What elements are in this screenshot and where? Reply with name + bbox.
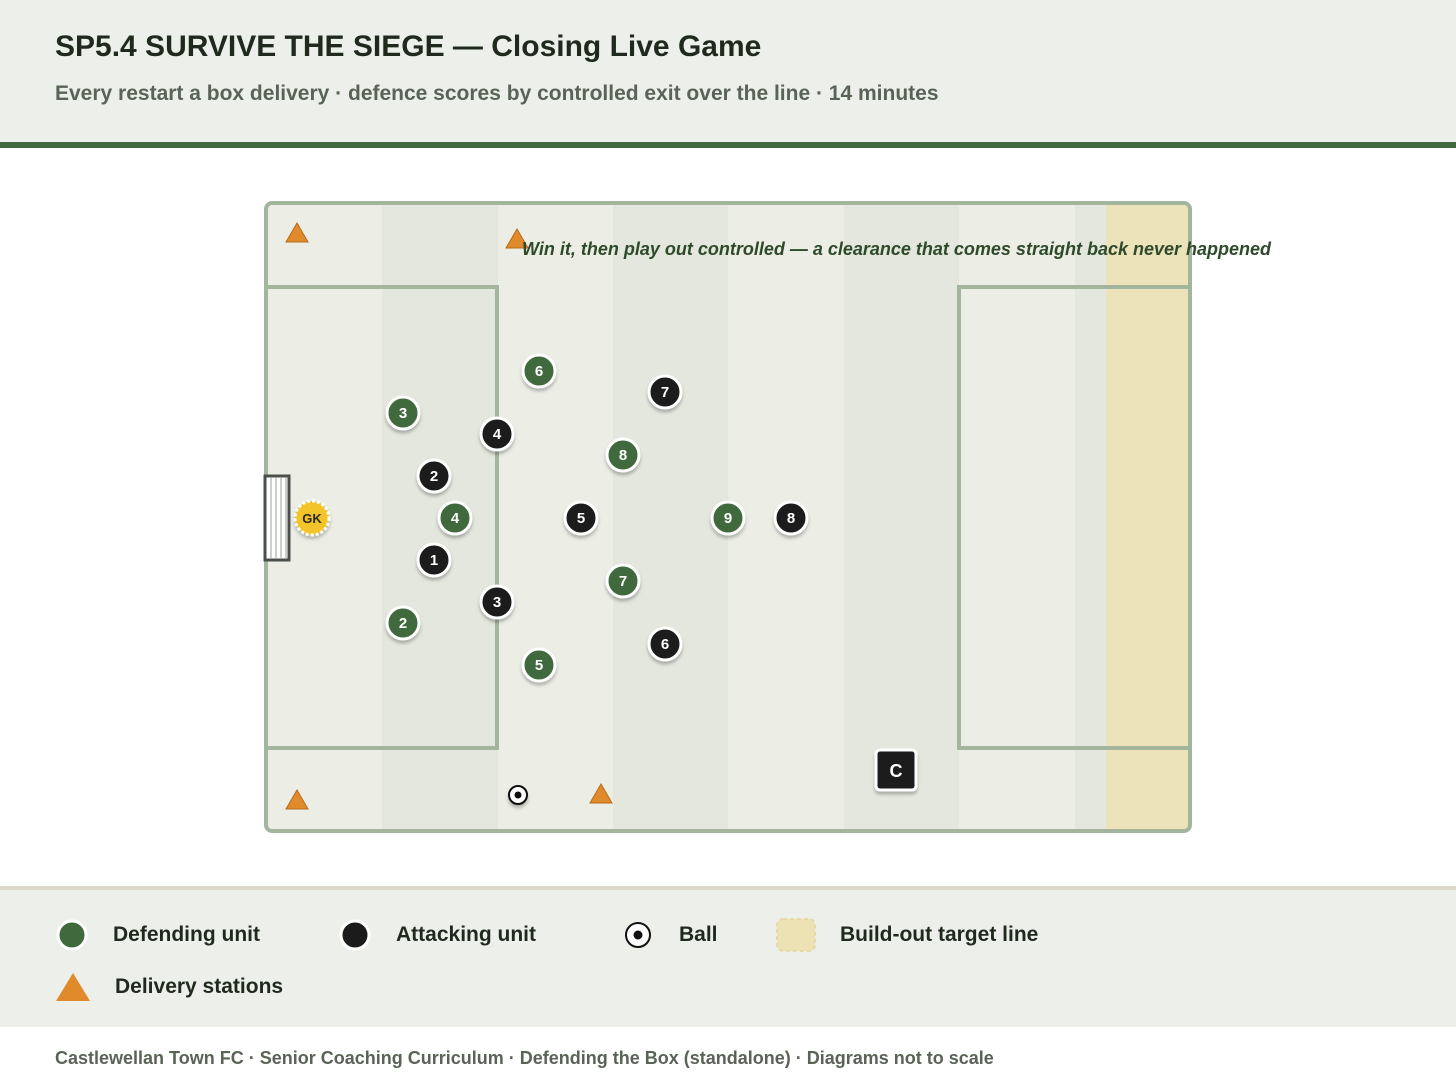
attacking-unit: 7 4 2 5 8 1 3 6 [416, 374, 809, 662]
goalkeeper-label: GK [302, 511, 322, 526]
attacker-number: 5 [577, 510, 585, 527]
page-title: SP5.4 SURVIVE THE SIEGE — Closing Live G… [55, 30, 762, 63]
legend-defending-label: Defending unit [113, 923, 260, 946]
attacker-number: 8 [787, 510, 795, 527]
ball-icon[interactable] [508, 785, 528, 805]
legend-defending: Defending unit [55, 918, 260, 952]
defender[interactable]: 7 [605, 563, 641, 599]
delivery-cone-icon [56, 973, 90, 1001]
build-out-target-zone [1106, 203, 1190, 831]
attacker[interactable]: 1 [416, 542, 452, 578]
legend-stations: Delivery stations [55, 970, 283, 1004]
legend-target-line: Build-out target line [776, 918, 1038, 952]
attacking-unit-icon [339, 919, 371, 951]
legend-ball-label: Ball [679, 923, 718, 946]
coach-label: C [890, 761, 903, 781]
delivery-cone [589, 783, 613, 804]
defending-unit-icon [56, 919, 88, 951]
penalty-box-right [957, 285, 1192, 750]
defender[interactable]: 6 [521, 353, 557, 389]
defending-unit: 6 3 8 4 9 7 2 5 [385, 353, 746, 683]
defender[interactable]: 2 [385, 605, 421, 641]
delivery-cone [505, 228, 529, 249]
header: SP5.4 SURVIVE THE SIEGE — Closing Live G… [0, 0, 1456, 142]
ball-icon [625, 922, 651, 948]
defender-number: 2 [399, 615, 407, 632]
footer-credits: Castlewellan Town FC · Senior Coaching C… [55, 1048, 994, 1068]
page-subtitle: Every restart a box delivery · defence s… [55, 82, 939, 105]
defender-number: 9 [724, 510, 732, 527]
legend-ball: Ball [621, 918, 718, 952]
attacker[interactable]: 8 [773, 500, 809, 536]
attacker[interactable]: 2 [416, 458, 452, 494]
attacker[interactable]: 5 [563, 500, 599, 536]
delivery-cone [285, 222, 309, 243]
header-divider [0, 142, 1456, 148]
attacker-number: 2 [430, 468, 438, 485]
defender[interactable]: 3 [385, 395, 421, 431]
goalkeeper[interactable]: GK [293, 499, 331, 537]
defender-number: 4 [451, 510, 460, 527]
defender-number: 7 [619, 573, 627, 590]
delivery-stations [285, 222, 613, 810]
target-line-swatch-icon [776, 918, 816, 952]
defender[interactable]: 9 [710, 500, 746, 536]
legend-stations-label: Delivery stations [115, 975, 284, 998]
delivery-cone [285, 789, 309, 810]
defender[interactable]: 4 [437, 500, 473, 536]
attacker-number: 4 [493, 426, 502, 443]
goal [263, 474, 291, 562]
attacker-number: 7 [661, 384, 669, 401]
defender-number: 3 [399, 405, 407, 422]
attacker[interactable]: 3 [479, 584, 515, 620]
pitch-surface [266, 203, 1190, 831]
attacker[interactable]: 6 [647, 626, 683, 662]
legend: Defending unit Attacking unit Ball Build… [0, 886, 1456, 1027]
coaching-annotation: Win it, then play out controlled — a cle… [522, 239, 1272, 259]
attacker[interactable]: 4 [479, 416, 515, 452]
attacker-number: 3 [493, 594, 501, 611]
defender-number: 8 [619, 447, 627, 464]
legend-attacking-label: Attacking unit [396, 923, 536, 946]
attacker-number: 6 [661, 636, 669, 653]
attacker-number: 1 [430, 552, 438, 569]
defender-number: 5 [535, 657, 543, 674]
defender[interactable]: 5 [521, 647, 557, 683]
coach-marker[interactable]: C [874, 748, 918, 792]
legend-attacking: Attacking unit [338, 918, 536, 952]
attacker[interactable]: 7 [647, 374, 683, 410]
defender-number: 6 [535, 363, 543, 380]
legend-target-line-label: Build-out target line [840, 923, 1039, 946]
defender[interactable]: 8 [605, 437, 641, 473]
